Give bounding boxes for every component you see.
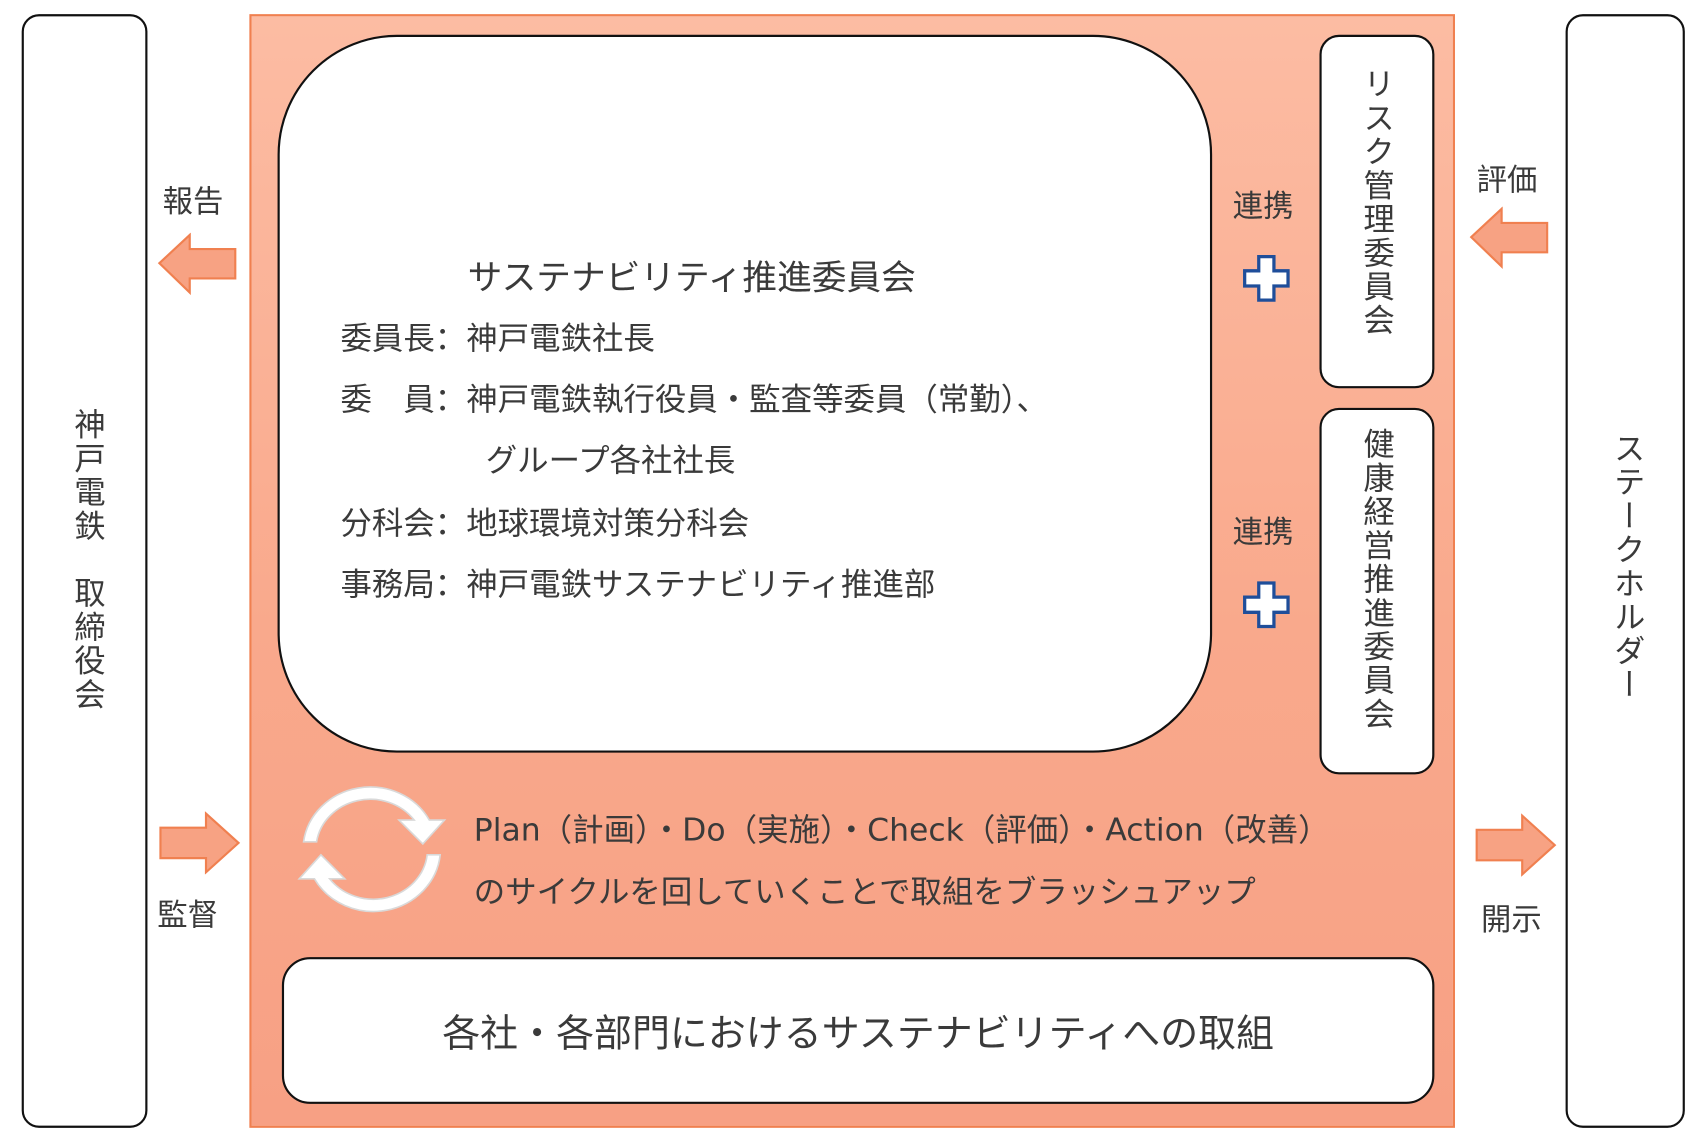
disclose-label: 開示: [1481, 901, 1542, 938]
initiatives-label: 各社・各部門におけるサステナビリティへの取組: [442, 1012, 1275, 1057]
link-label: 連携: [1232, 514, 1294, 551]
arrow-left-icon: [1469, 206, 1549, 270]
arrow-right-icon: [1475, 813, 1557, 877]
board-label: 神戸電鉄 取締役会: [69, 407, 107, 712]
plus-icon: [1243, 581, 1290, 629]
pdca-cycle-icon: [297, 786, 447, 913]
committee-members-cont: グループ各社社長: [485, 441, 736, 479]
committee-secretariat: 事務局：神戸電鉄サステナビリティ推進部: [340, 565, 936, 603]
committee-title: サステナビリティ推進委員会: [467, 256, 916, 299]
committee-chair: 委員長：神戸電鉄社長: [340, 319, 655, 357]
pdca-line-2: のサイクルを回していくことで取組をブラッシュアップ: [473, 873, 1256, 911]
initiatives-box: 各社・各部門におけるサステナビリティへの取組: [281, 957, 1435, 1104]
arrow-left-icon: [157, 232, 237, 296]
risk-committee-label: リスク管理委員会: [1358, 67, 1396, 338]
committee-subcommittee: 分科会：地球環境対策分科会: [340, 504, 750, 542]
supervise-label: 監督: [157, 897, 218, 934]
report-label: 報告: [162, 183, 224, 220]
link-label: 連携: [1232, 188, 1294, 225]
pdca-line-1: Plan（計画）・Do（実施）・Check（評価）・Action（改善）: [473, 811, 1330, 849]
sustainability-committee-box: サステナビリティ推進委員会 委員長：神戸電鉄社長 委 員：神戸電鉄執行役員・監査…: [277, 34, 1213, 753]
stakeholders-box: ステークホルダー: [1565, 14, 1685, 1128]
health-management-committee-box: 健康経営推進委員会: [1319, 407, 1435, 775]
plus-icon: [1243, 255, 1290, 302]
stakeholders-label: ステークホルダー: [1608, 431, 1646, 702]
risk-management-committee-box: リスク管理委員会: [1319, 34, 1435, 389]
health-committee-label: 健康経営推進委員会: [1358, 427, 1396, 731]
arrow-right-icon: [159, 811, 241, 875]
committee-members: 委 員：神戸電鉄執行役員・監査等委員（常勤）、: [340, 380, 1048, 418]
evaluate-label: 評価: [1476, 162, 1538, 198]
board-of-directors-box: 神戸電鉄 取締役会: [21, 14, 148, 1128]
